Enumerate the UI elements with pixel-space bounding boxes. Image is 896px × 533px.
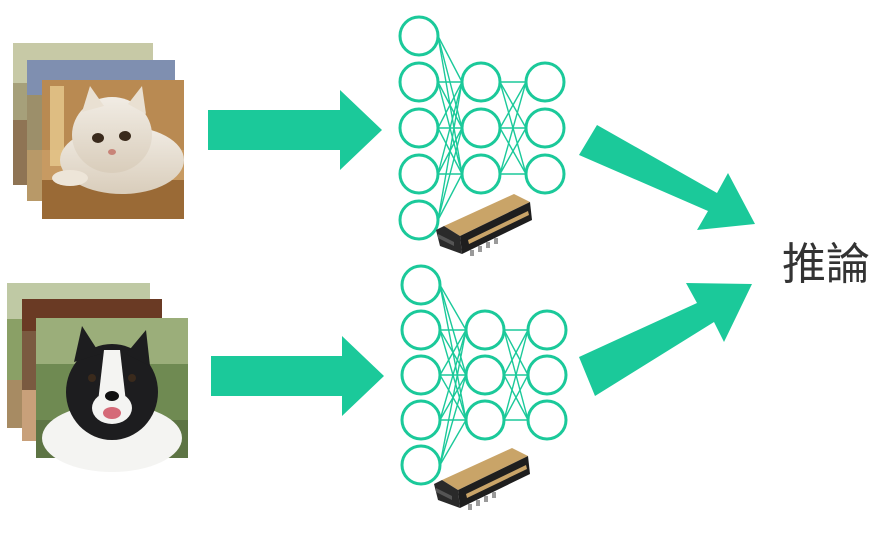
neuron-node [464,309,506,351]
neuron-node [398,107,440,149]
connection [437,81,463,129]
connection [439,374,467,466]
connection [437,81,463,221]
network-2-neurons [400,264,568,486]
connection [439,329,467,376]
neuron-node [524,61,566,103]
neuron-node [400,354,442,396]
network-1-neurons [398,15,566,241]
connection [437,35,463,83]
connection [439,329,467,421]
neuron-node [526,399,568,441]
neuron-node [400,264,442,306]
connection [503,329,529,421]
neuron-node [460,107,502,149]
neuron-node [400,399,442,441]
neuron-node [398,61,440,103]
connection [499,127,527,175]
connection [439,284,467,331]
neuron-node [400,309,442,351]
cat-photo [42,80,184,219]
connection [499,81,527,175]
connection [437,173,463,221]
cat-photo-stack [13,43,184,219]
neuron-node [526,309,568,351]
connection [439,419,467,466]
dog-photo-stack [7,283,188,472]
connection [437,127,463,221]
connection [503,374,529,421]
neuron-node [526,354,568,396]
neuron-node [464,399,506,441]
connection [439,329,467,466]
connection [499,81,527,129]
neuron-node [398,199,440,241]
inference-label: 推論 [782,239,870,290]
output-arrow-2 [579,283,752,396]
input-arrow-1 [208,90,382,170]
neuron-node [460,61,502,103]
connection [503,329,529,376]
network-2-connections [439,284,529,466]
network-1-connections [437,35,527,221]
neuron-node [398,153,440,195]
neuron-node [400,444,442,486]
input-arrow-2 [211,336,384,416]
connection [437,81,463,175]
dog-photo [36,318,188,472]
neuron-node [524,153,566,195]
neuron-node [460,153,502,195]
neural-network-2 [400,264,568,486]
gpu-card-1 [436,194,532,256]
neuron-node [398,15,440,57]
neural-network-1 [398,15,566,241]
neuron-node [524,107,566,149]
gpu-card-2 [434,448,530,510]
output-arrow-1 [579,125,755,230]
neuron-node [464,354,506,396]
